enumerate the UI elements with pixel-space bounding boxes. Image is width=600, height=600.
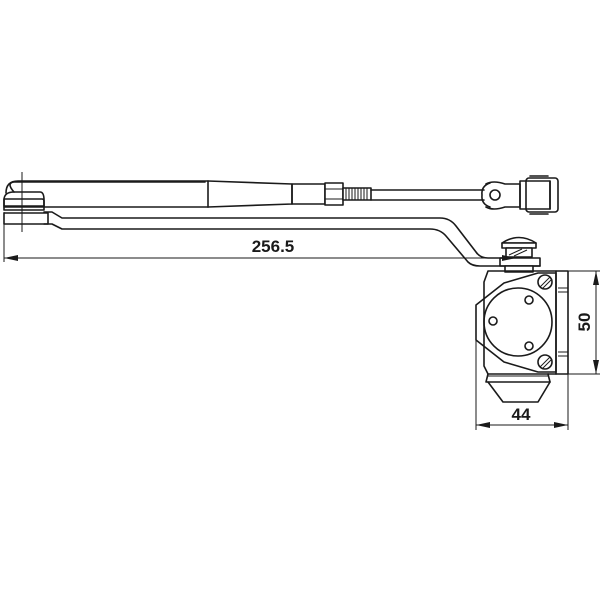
dimension-value-body-height: 50 [575, 313, 594, 332]
closer-body [475, 270, 569, 403]
dimension-arm-length: 256.5 [3, 172, 516, 262]
pivot-screw [501, 236, 537, 273]
dimension-value-arm-length: 256.5 [252, 237, 295, 256]
dimension-value-body-width: 44 [512, 405, 531, 424]
main-arm [3, 180, 485, 211]
thread [342, 187, 372, 201]
dimension-body-width: 44 [475, 340, 569, 430]
dimension-body-height: 50 [568, 270, 600, 375]
pivot-joint [481, 181, 521, 210]
end-fitting [519, 175, 559, 215]
